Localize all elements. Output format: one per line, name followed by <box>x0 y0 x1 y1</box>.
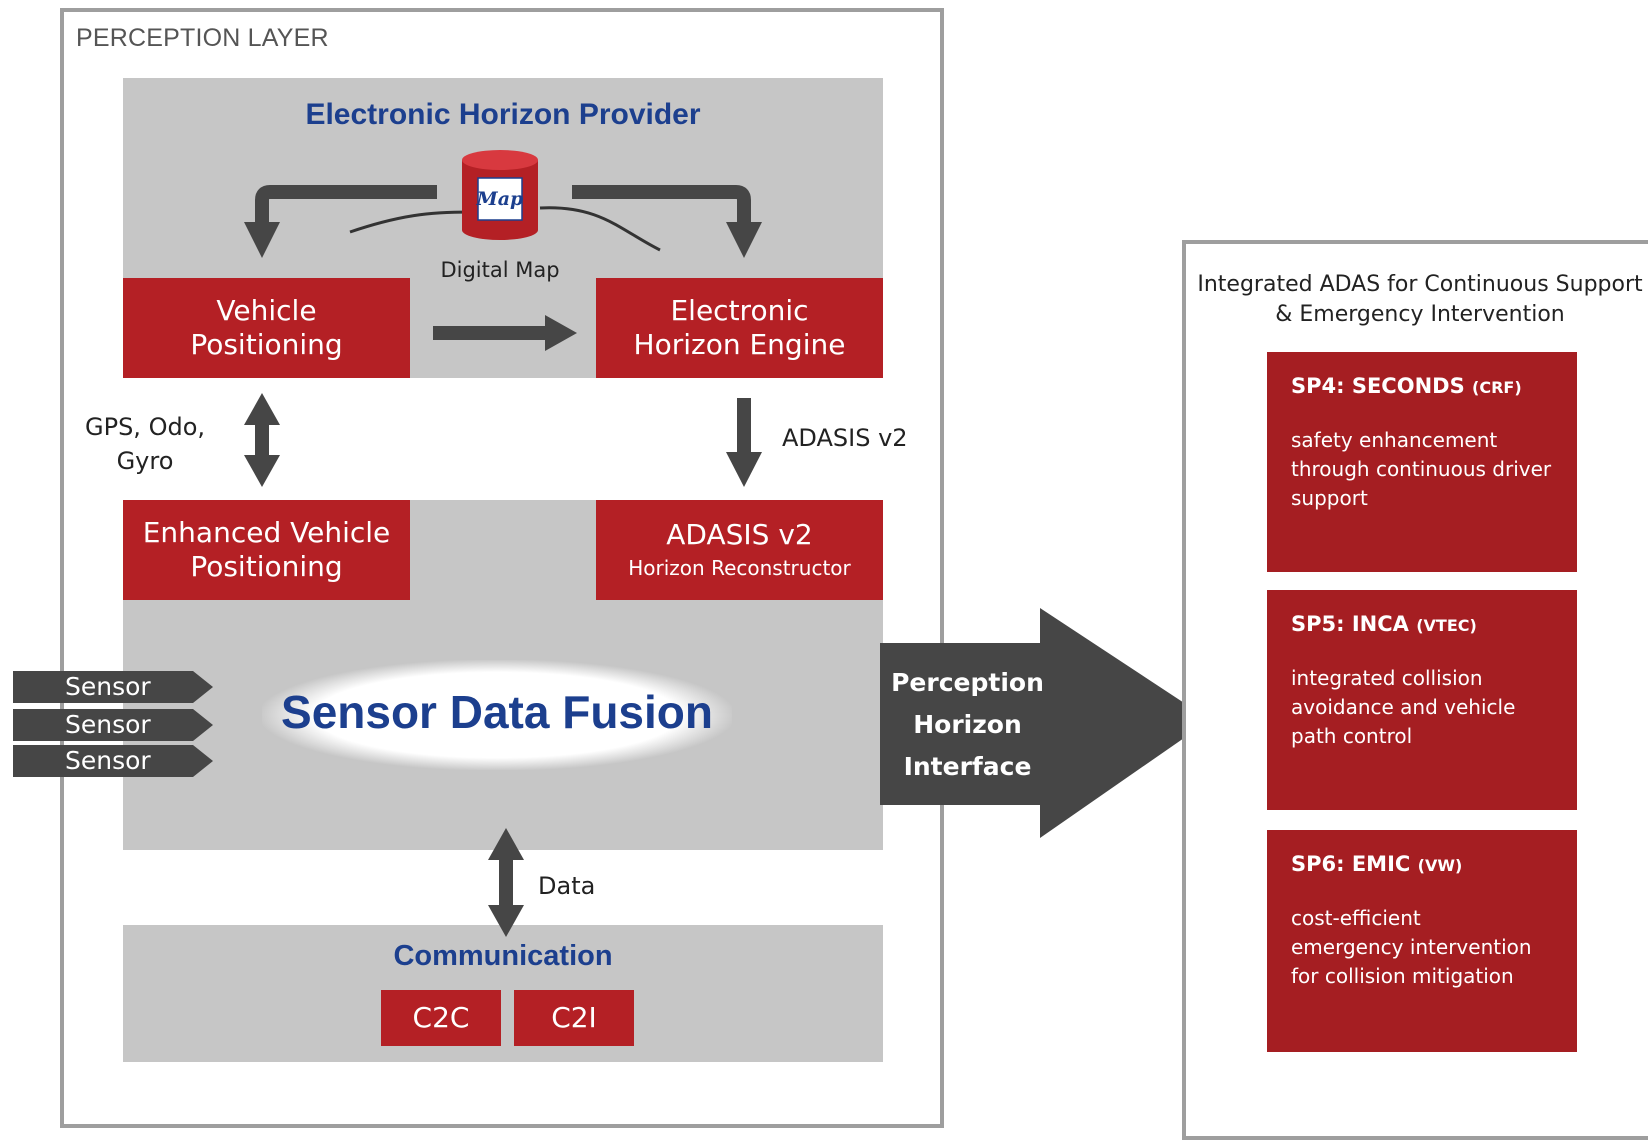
top-arrows-svg: Map <box>244 150 1210 937</box>
sp4-box: SP4: SECONDS (CRF) safety enhancement th… <box>1267 352 1577 572</box>
vehicle-positioning-line-1: Vehicle <box>216 294 317 327</box>
c2c-label: C2C <box>412 1001 470 1034</box>
sp6-description: cost-efficient emergency intervention fo… <box>1291 904 1553 991</box>
c2c-box: C2C <box>381 990 501 1046</box>
gps-label-line-2: Gyro <box>116 447 174 475</box>
sp5-desc-line-2: avoidance and vehicle <box>1291 695 1516 719</box>
sp5-box: SP5: INCA (VTEC) integrated collision av… <box>1267 590 1577 810</box>
sensor-data-fusion-title: Sensor Data Fusion <box>281 686 713 738</box>
adasis-box-subtitle: Horizon Reconstructor <box>628 556 851 580</box>
enhanced-positioning-line-2: Positioning <box>190 550 343 583</box>
sensor-label-1: Sensor <box>65 672 151 701</box>
map-cable <box>349 206 661 252</box>
sp6-partner: (VW) <box>1417 856 1463 875</box>
adasis-reconstructor-box: ADASIS v2 Horizon Reconstructor <box>596 500 883 600</box>
adasis-down-arrowhead <box>726 452 762 487</box>
interface-line-3: Interface <box>903 752 1032 781</box>
sp4-name: SP4: SECONDS <box>1291 374 1465 398</box>
sensor-label-2: Sensor <box>65 710 151 739</box>
sp4-desc-line-3: support <box>1291 486 1368 510</box>
sp5-description: integrated collision avoidance and vehic… <box>1291 664 1553 751</box>
sp5-desc-line-3: path control <box>1291 724 1413 748</box>
vehicle-positioning-box: Vehicle Positioning <box>123 278 410 378</box>
sp4-desc-line-1: safety enhancement <box>1291 428 1498 452</box>
adas-title-line-1: Integrated ADAS for Continuous Support <box>1197 272 1643 297</box>
sp5-heading: SP5: INCA (VTEC) <box>1291 612 1553 636</box>
gps-double-arrow-down <box>244 455 280 487</box>
map-to-positioning-arrow <box>255 185 437 225</box>
ehp-title: Electronic Horizon Provider <box>305 98 701 131</box>
sp6-box: SP6: EMIC (VW) cost-efficient emergency … <box>1267 830 1577 1052</box>
map-icon-text: Map <box>476 188 524 210</box>
interface-line-2: Horizon <box>913 710 1022 739</box>
sp6-name: SP6: EMIC <box>1291 852 1411 876</box>
sp5-partner: (VTEC) <box>1416 616 1477 635</box>
fusion-glow <box>262 660 732 770</box>
sp5-name: SP5: INCA <box>1291 612 1409 636</box>
adasis-arrow-label: ADASIS v2 <box>782 424 908 452</box>
sp5-desc-line-1: integrated collision <box>1291 666 1483 690</box>
sensor-input-3: Sensor <box>13 745 213 777</box>
adas-title-line-2: & Emergency Intervention <box>1275 302 1565 327</box>
digital-map-label: Digital Map <box>440 258 560 282</box>
sp4-description: safety enhancement through continuous dr… <box>1291 426 1553 513</box>
data-double-arrow-down <box>488 905 524 937</box>
sp4-heading: SP4: SECONDS (CRF) <box>1291 374 1553 398</box>
enhanced-positioning-box: Enhanced Vehicle Positioning <box>123 500 410 600</box>
perception-layer-title: PERCEPTION LAYER <box>76 24 329 52</box>
interface-line-1: Perception <box>891 668 1044 697</box>
sp4-partner: (CRF) <box>1472 378 1522 397</box>
map-to-positioning-arrowhead <box>244 222 280 258</box>
vehicle-positioning-line-2: Positioning <box>190 328 343 361</box>
sp6-heading: SP6: EMIC (VW) <box>1291 852 1553 876</box>
digital-map-icon: Map <box>462 150 538 240</box>
data-label: Data <box>538 872 596 900</box>
data-double-arrow-up <box>488 828 524 860</box>
map-to-engine-arrow <box>572 185 751 225</box>
sensor-input-2: Sensor <box>13 709 213 741</box>
gps-label: GPS, Odo, Gyro <box>80 410 210 478</box>
sp6-desc-line-2: emergency intervention <box>1291 935 1532 959</box>
c2i-box: C2I <box>514 990 634 1046</box>
interface-label: Perception Horizon Interface <box>880 662 1055 788</box>
c2i-label: C2I <box>551 1001 597 1034</box>
map-to-engine-arrowhead <box>726 222 762 258</box>
communication-panel <box>123 925 883 1062</box>
perception-horizon-interface-arrow <box>880 608 1210 838</box>
eh-engine-line-2: Horizon Engine <box>633 328 846 361</box>
communication-title: Communication <box>393 940 613 972</box>
enhanced-positioning-line-1: Enhanced Vehicle <box>142 516 391 549</box>
sp6-desc-line-1: cost-efficient <box>1291 906 1421 930</box>
sensor-label-3: Sensor <box>65 746 151 775</box>
eh-engine-line-1: Electronic <box>670 294 809 327</box>
gps-label-line-1: GPS, Odo, <box>85 413 205 441</box>
sp4-desc-line-2: through continuous driver <box>1291 457 1552 481</box>
positioning-to-engine-arrowhead <box>545 315 577 351</box>
sp6-desc-line-3: for collision mitigation <box>1291 964 1514 988</box>
adas-title: Integrated ADAS for Continuous Support &… <box>1190 270 1648 330</box>
sensor-input-1: Sensor <box>13 671 213 703</box>
gps-double-arrow-up <box>244 393 280 425</box>
adasis-box-title: ADASIS v2 <box>666 518 813 551</box>
eh-engine-box: Electronic Horizon Engine <box>596 278 883 378</box>
